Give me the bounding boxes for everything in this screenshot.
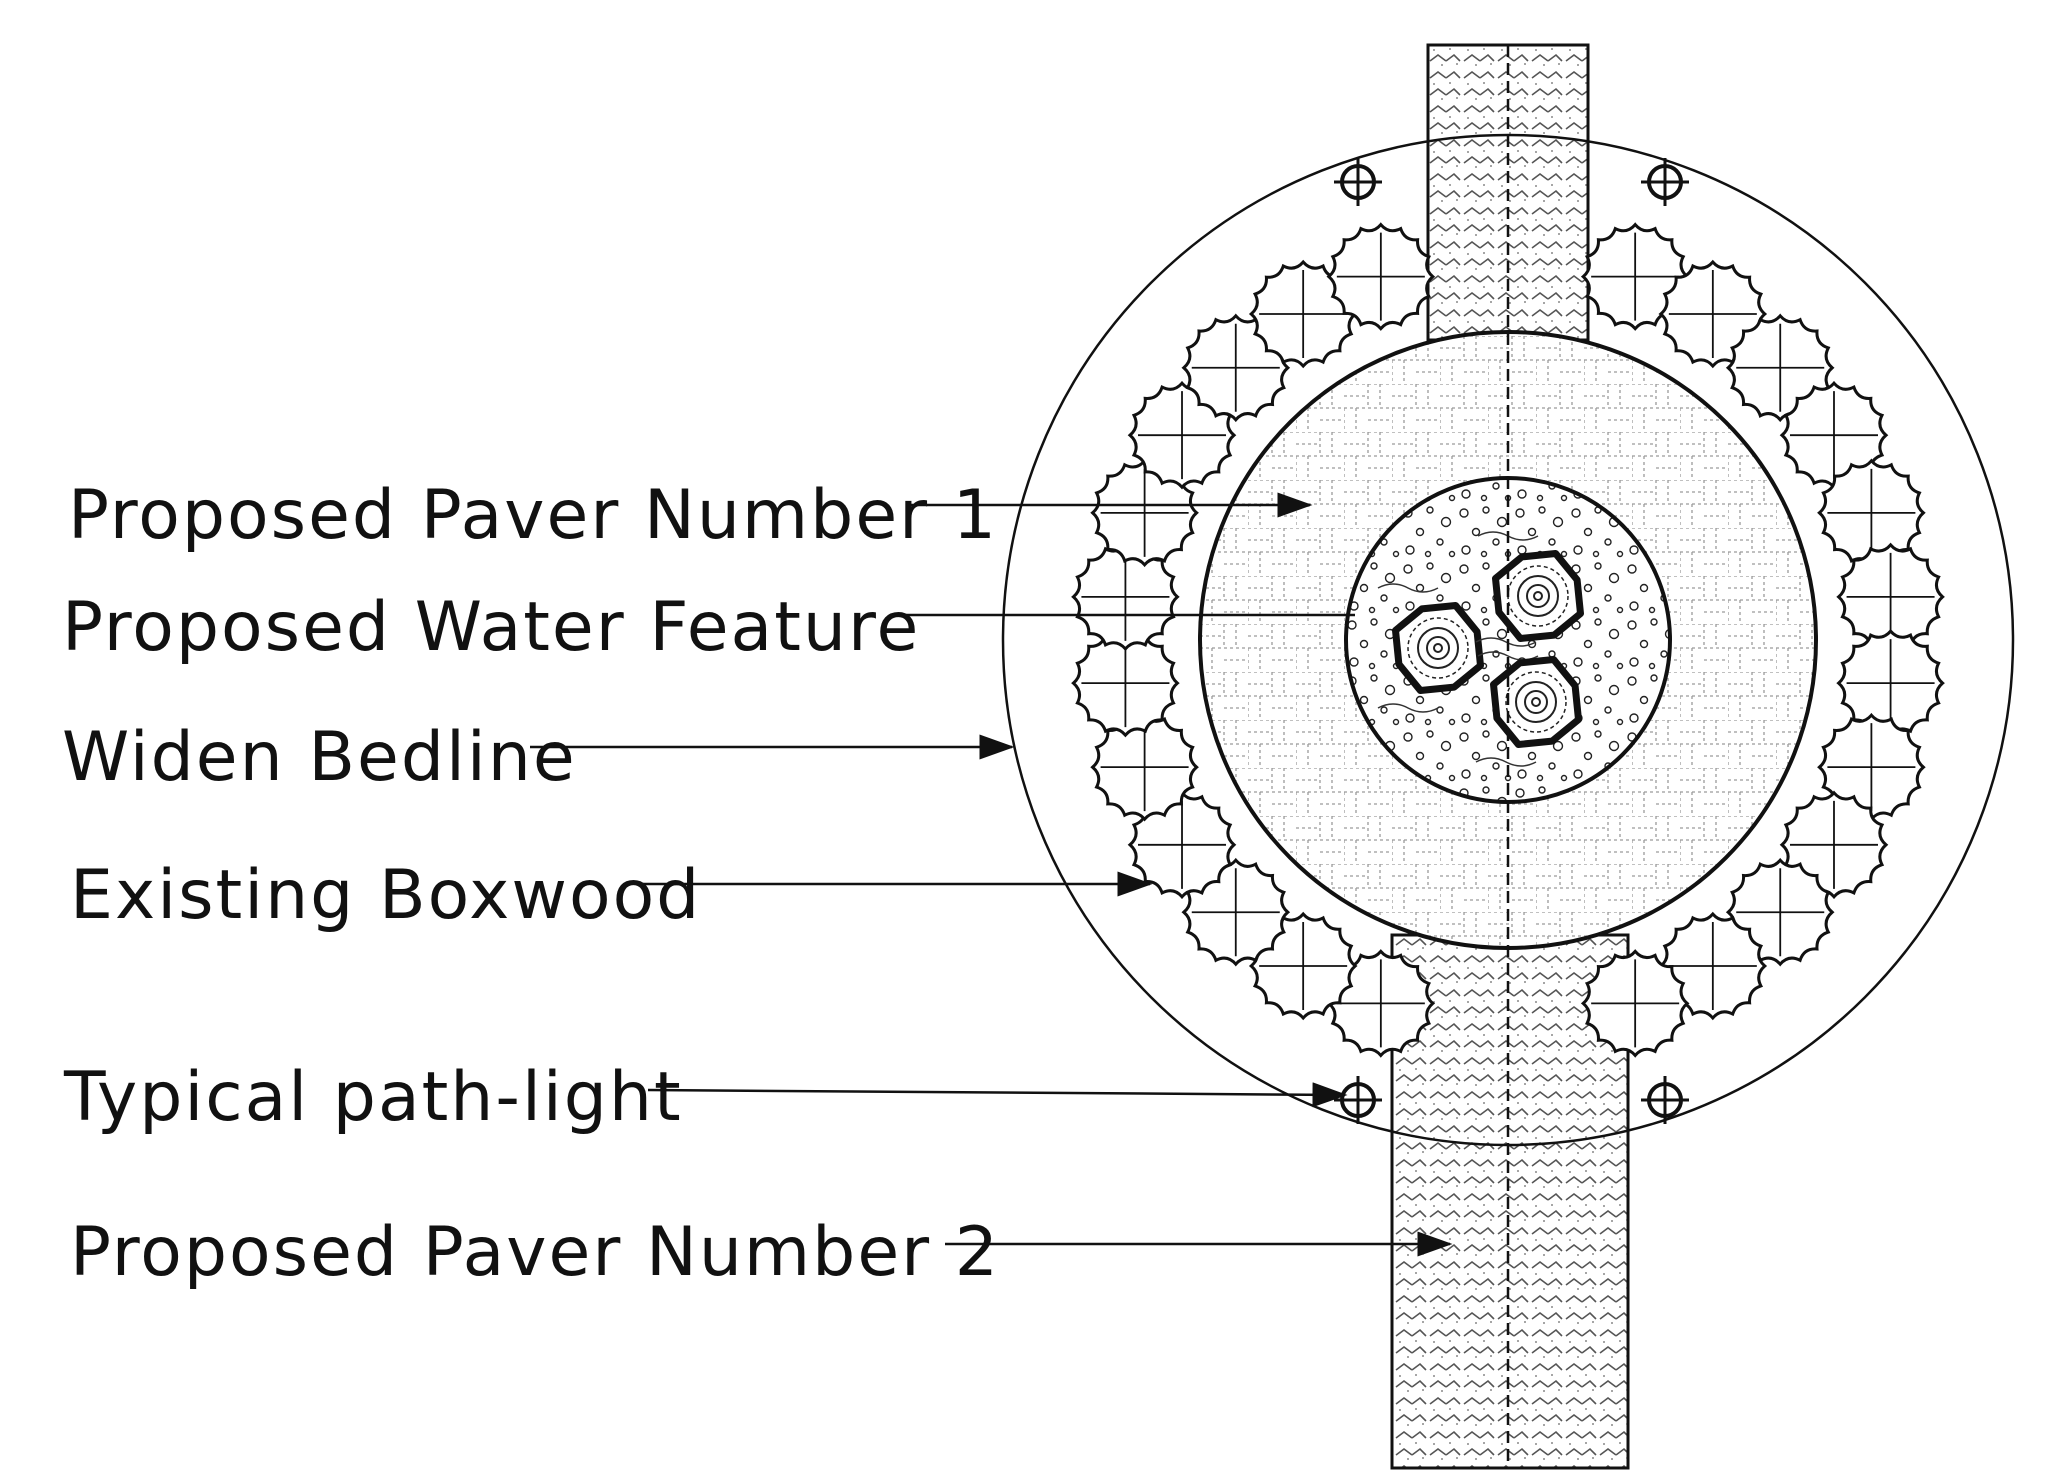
boxwood-shrub [1181, 857, 1291, 967]
water-feature-stones [1377, 531, 1584, 767]
boxwood-shrub [1725, 857, 1835, 967]
path-light-icon [1641, 1076, 1689, 1124]
boxwood-shrub [1817, 712, 1926, 822]
boxwood-shrub [1779, 790, 1889, 900]
boxwood-shrub [1248, 259, 1358, 369]
water-stone [1377, 583, 1484, 713]
boxwood-ring [1071, 222, 1945, 1058]
label-water-feature: Proposed Water Feature [62, 588, 920, 667]
leader-path-light [647, 1082, 1348, 1108]
boxwood-shrub [1326, 222, 1436, 331]
boxwood-shrub [1580, 222, 1690, 331]
label-paver-1: Proposed Paver Number 1 [68, 476, 998, 555]
boxwood-shrub [1127, 790, 1237, 900]
path-light-icon [1334, 1076, 1382, 1124]
path-light-icon [1334, 158, 1382, 206]
water-stone [1475, 637, 1582, 767]
boxwood-shrub [1580, 949, 1690, 1058]
boxwood-shrub [1248, 911, 1358, 1021]
boxwood-shrub [1090, 712, 1199, 822]
boxwood-shrub [1658, 911, 1768, 1021]
boxwood-shrub [1836, 542, 1945, 652]
label-boxwood: Existing Boxwood [70, 856, 701, 935]
label-paver-2: Proposed Paver Number 2 [70, 1213, 1000, 1292]
boxwood-shrub [1181, 313, 1291, 423]
leader-lines [530, 492, 1453, 1257]
boxwood-shrub [1836, 628, 1945, 738]
label-bedline: Widen Bedline [62, 718, 577, 797]
path-light-icon [1641, 158, 1689, 206]
label-path-light: Typical path-light [63, 1058, 683, 1137]
